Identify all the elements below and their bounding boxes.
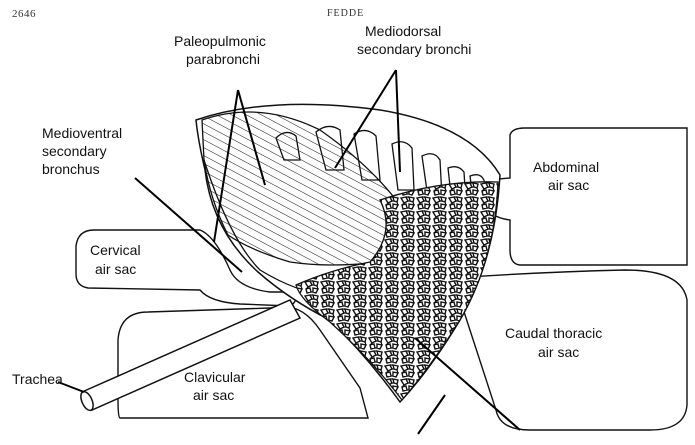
label-paleopulmonic: Paleopulmonic parabronchi (174, 33, 270, 67)
abdominal-sac-outline (487, 128, 687, 265)
label-trachea: Trachea (12, 371, 63, 387)
label-medioventral: Medioventral secondary bronchus (42, 125, 126, 177)
label-mediodorsal: Mediodorsal secondary bronchi (357, 23, 471, 57)
